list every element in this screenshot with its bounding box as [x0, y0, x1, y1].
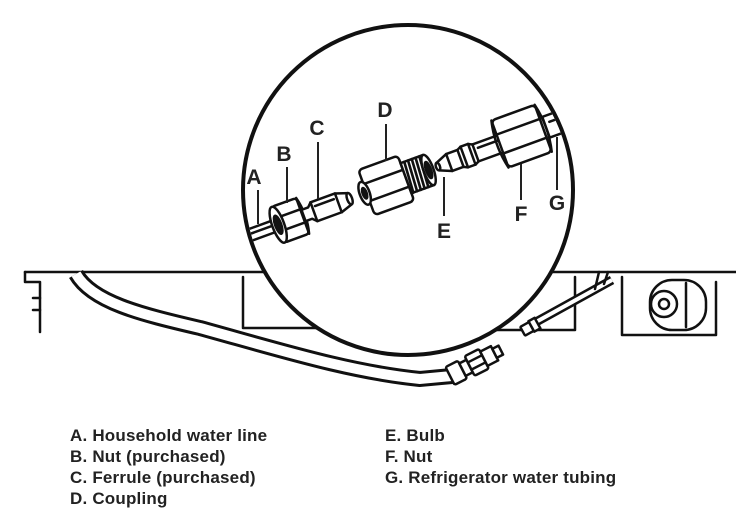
legend-item: D. Coupling	[70, 489, 168, 508]
legend-item: G. Refrigerator water tubing	[385, 468, 617, 487]
legend-item: B. Nut (purchased)	[70, 447, 226, 466]
legend-item: C. Ferrule (purchased)	[70, 468, 256, 487]
callout-label-g: G	[549, 192, 565, 215]
refrigerator-tubing-exterior	[519, 270, 615, 337]
legend-item: A. Household water line	[70, 426, 268, 445]
compression-fitting	[444, 344, 505, 386]
legend-item: E. Bulb	[385, 426, 445, 445]
legend-right-column: E. Bulb F. Nut G. Refrigerator water tub…	[385, 425, 616, 488]
nut	[490, 103, 553, 169]
callout-label-f: F	[515, 203, 528, 226]
callouts: A B C D E F G	[246, 99, 565, 243]
water-valve	[648, 278, 708, 332]
legend-item: F. Nut	[385, 447, 433, 466]
tubing-end-fitting	[519, 316, 542, 337]
callout-label-e: E	[437, 220, 451, 243]
household-water-line-tube	[69, 269, 453, 388]
coupling	[357, 153, 438, 216]
bulb	[434, 133, 507, 173]
callout-label-b: B	[276, 143, 291, 166]
legend-left-column: A. Household water line B. Nut (purchase…	[70, 425, 267, 509]
callout-label-a: A	[246, 166, 261, 189]
callout-label-d: D	[377, 99, 392, 122]
nut-purchased	[268, 196, 311, 244]
callout-label-c: C	[309, 117, 324, 140]
ferrule	[300, 191, 354, 223]
